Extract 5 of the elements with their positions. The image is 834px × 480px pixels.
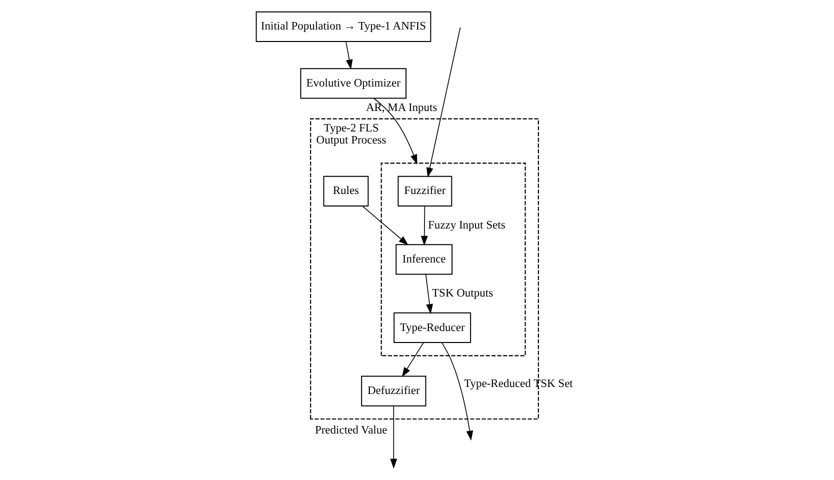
edge-label: Predicted Value <box>314 424 387 437</box>
edge-label: AR, MA Inputs <box>365 102 437 114</box>
edge-label: Type-Reduced TSK Set <box>464 378 572 390</box>
edge-label: Fuzzy Input Sets <box>428 219 505 232</box>
edge-label: TSK Outputs <box>432 288 493 300</box>
